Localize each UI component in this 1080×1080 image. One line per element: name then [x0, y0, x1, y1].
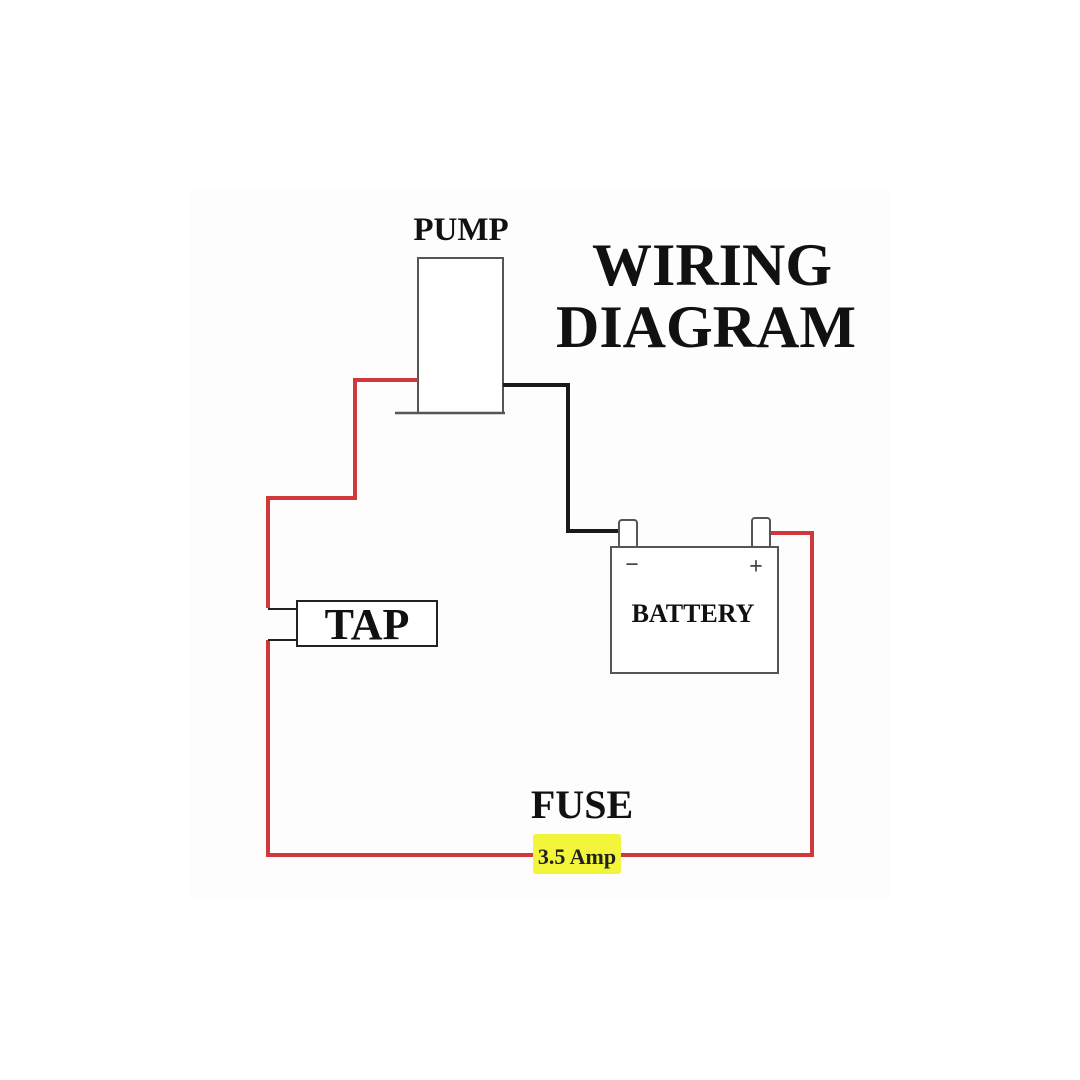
- diagram-background: [190, 190, 890, 900]
- fuse-rating: 3.5 Amp: [538, 844, 616, 869]
- title-line-1: WIRING: [592, 232, 832, 298]
- fuse-label: FUSE: [531, 782, 633, 827]
- battery-label: BATTERY: [632, 599, 755, 628]
- red-wire-pump-to-tap: [266, 378, 418, 608]
- black-wire-pump-to-battery: [503, 383, 619, 533]
- battery-body: [610, 546, 779, 674]
- pump-body: [417, 257, 504, 414]
- pump-label: PUMP: [413, 212, 508, 248]
- battery-negative-terminal: [618, 519, 638, 549]
- battery-positive-terminal: [751, 517, 771, 549]
- tap-label: TAP: [325, 600, 410, 649]
- red-wire-tap-to-battery: [266, 531, 814, 857]
- battery-negative-sign: −: [625, 552, 639, 578]
- fuse-rating-highlight: [533, 834, 621, 874]
- title-line-2: DIAGRAM: [556, 294, 856, 360]
- tap-box: [296, 600, 438, 647]
- battery-positive-sign: +: [749, 554, 763, 580]
